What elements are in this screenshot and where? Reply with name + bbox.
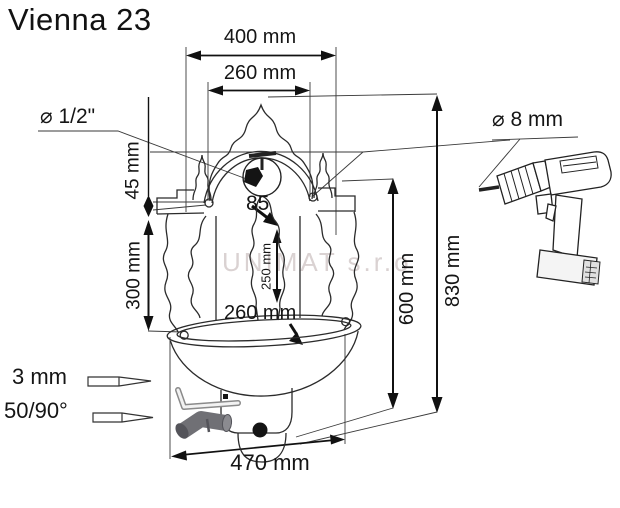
dim-inner-drop: 250 mm <box>258 243 274 290</box>
dimension-lines <box>143 50 443 461</box>
page-title: Vienna 23 <box>8 2 152 37</box>
dim-base-width: 470 mm <box>230 450 310 475</box>
label-hex-key-size: 3 mm <box>12 364 67 389</box>
basin-pivot-left <box>179 330 189 340</box>
dim-tap-height: 85 <box>246 192 270 215</box>
mounting-hole-left <box>204 198 214 208</box>
dim-hole-spacing: 260 mm <box>223 62 297 84</box>
dim-total-height: 830 mm <box>442 234 464 308</box>
drill-bit <box>478 185 500 192</box>
label-drill-diameter: ⌀ 8 mm <box>492 108 563 131</box>
dim-height-600: 600 mm <box>396 252 418 326</box>
faucet-spout <box>244 167 263 187</box>
label-elbow-angle: 50/90° <box>4 398 68 423</box>
elbow-fitting-icon <box>175 411 233 439</box>
allen-key-icon <box>175 387 241 410</box>
drill-icon <box>478 151 612 286</box>
mounting-hole-right <box>308 192 318 202</box>
fountain-backplate <box>156 103 360 333</box>
dim-overall-width: 400 mm <box>223 26 297 48</box>
faucet <box>242 151 282 197</box>
dim-tap-thread: ⌀ 1/2" <box>40 105 96 128</box>
drill-vent <box>559 155 599 174</box>
pointer-arrow-elbow <box>92 412 154 423</box>
basin-pivot-right <box>341 317 351 327</box>
drill-battery <box>536 249 598 286</box>
drain-hole <box>252 422 268 438</box>
drill-trigger <box>545 203 557 222</box>
pointer-arrow-icons <box>87 376 154 423</box>
dim-plate-height: 300 mm <box>123 241 145 310</box>
finial-left <box>192 154 212 201</box>
drain-trap <box>220 388 293 463</box>
dim-basin-width: 260 mm <box>224 302 297 324</box>
crown-outline <box>208 103 314 202</box>
dim-top-offset: 45 mm <box>122 141 144 200</box>
finial-right <box>313 152 333 199</box>
arch-outer <box>203 150 319 204</box>
basin <box>166 314 362 397</box>
drill-handle <box>552 194 583 259</box>
